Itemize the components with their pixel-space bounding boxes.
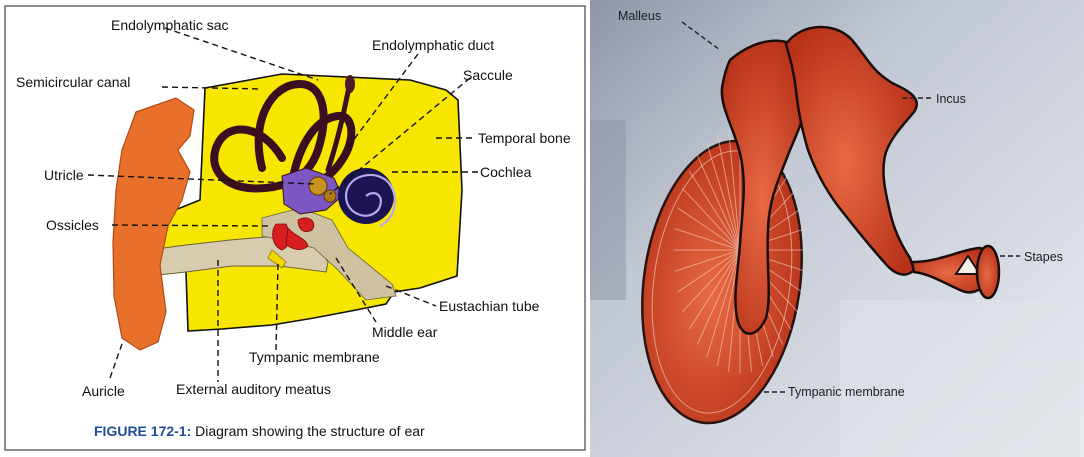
label-auricle: Auricle xyxy=(82,383,125,399)
page-edge-shadow xyxy=(590,120,626,300)
label-semicircular-canal: Semicircular canal xyxy=(16,74,130,90)
page-region xyxy=(840,300,1080,457)
label-saccule: Saccule xyxy=(463,67,513,83)
utricle-shape xyxy=(309,177,327,195)
label-tympanic-membrane: Tympanic membrane xyxy=(249,349,380,365)
label-utricle: Utricle xyxy=(44,167,84,183)
endolymphatic-sac-shape xyxy=(345,75,355,93)
ossicles-photo-panel: Malleus Incus Stapes Tympanic membrane xyxy=(590,0,1084,457)
caption-number: FIGURE 172-1: xyxy=(94,423,191,439)
label-eustachian-tube: Eustachian tube xyxy=(439,298,540,314)
label-tympanic-membrane-right: Tympanic membrane xyxy=(788,385,905,399)
label-endolymphatic-duct: Endolymphatic duct xyxy=(372,37,494,53)
saccule-shape xyxy=(324,190,336,202)
label-external-auditory-meatus: External auditory meatus xyxy=(176,381,331,397)
label-malleus: Malleus xyxy=(618,9,661,23)
label-stapes: Stapes xyxy=(1024,250,1063,264)
ossicles-diagram: Malleus Incus Stapes Tympanic membrane xyxy=(590,0,1084,457)
ear-structure-panel: Endolymphatic sac Endolymphatic duct Sem… xyxy=(0,0,590,457)
label-ossicles: Ossicles xyxy=(46,217,99,233)
label-incus: Incus xyxy=(936,92,966,106)
ear-structure-diagram: Endolymphatic sac Endolymphatic duct Sem… xyxy=(0,0,590,457)
label-cochlea: Cochlea xyxy=(480,164,532,180)
figure-caption: FIGURE 172-1: Diagram showing the struct… xyxy=(94,423,425,439)
caption-text: Diagram showing the structure of ear xyxy=(191,423,425,439)
label-temporal-bone: Temporal bone xyxy=(478,130,571,146)
label-middle-ear: Middle ear xyxy=(372,324,438,340)
label-endolymphatic-sac: Endolymphatic sac xyxy=(111,17,229,33)
